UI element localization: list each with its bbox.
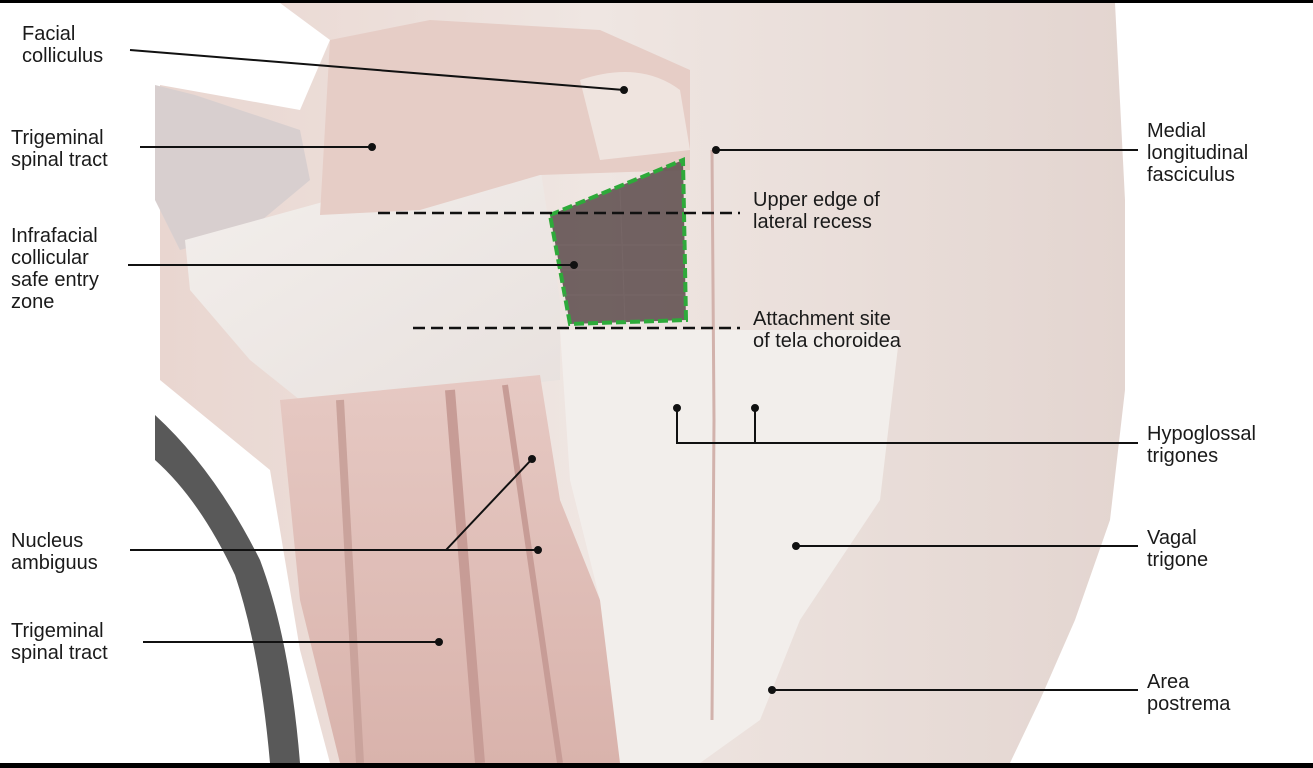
- label-hypoglossal-trigones: Hypoglossal trigones: [1147, 423, 1256, 467]
- label-attachment-tela-choroidea: Attachment site of tela choroidea: [753, 308, 901, 352]
- label-infrafacial-safe-entry-zone: Infrafacial collicular safe entry zone: [11, 225, 99, 313]
- label-vagal-trigone: Vagal trigone: [1147, 527, 1209, 571]
- bottom-border: [0, 763, 1313, 768]
- label-medial-longitudinal-fasciculus: Medial longitudinal fasciculus: [1147, 120, 1249, 186]
- pale-band: [185, 165, 560, 400]
- left-flap: [155, 85, 310, 250]
- safe-entry-zone-highlight: [547, 157, 689, 327]
- upper-columns: [320, 20, 690, 215]
- anatomy-figure: Facial colliculus Trigeminal spinal trac…: [0, 3, 1313, 763]
- retractor: [155, 415, 300, 763]
- label-nucleus-ambiguus: Nucleus ambiguus: [11, 530, 98, 574]
- lower-left-columns: [280, 375, 660, 763]
- label-facial-colliculus: Facial colliculus: [22, 23, 104, 67]
- median-sulcus: [710, 149, 716, 721]
- label-area-postrema: Area postrema: [1147, 671, 1231, 715]
- specimen-photo: [128, 3, 1138, 763]
- label-upper-edge-lateral-recess: Upper edge of lateral recess: [753, 189, 880, 233]
- label-trigeminal-spinal-tract-upper: Trigeminal spinal tract: [11, 127, 108, 171]
- label-trigeminal-spinal-tract-lower: Trigeminal spinal tract: [11, 620, 108, 664]
- fourth-ventricle-floor: [560, 330, 900, 763]
